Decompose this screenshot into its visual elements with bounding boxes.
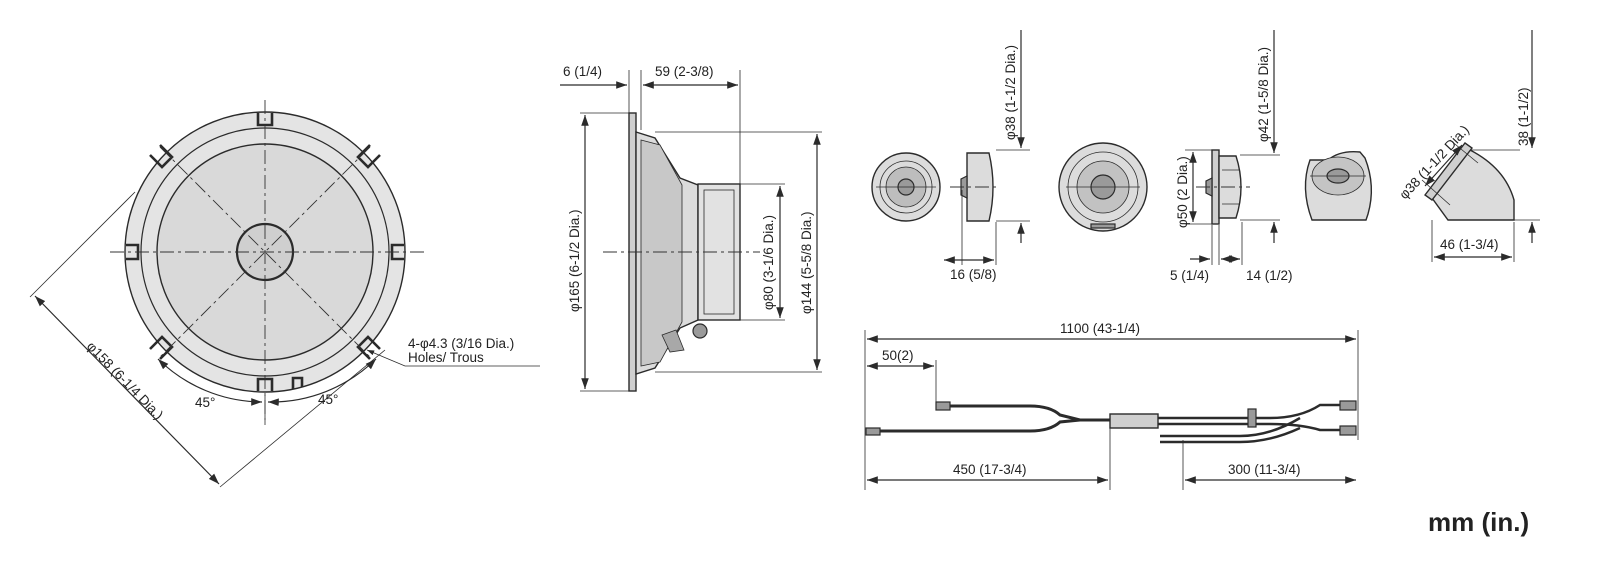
tweeter3-width-label: 46 (1-3/4) [1440, 237, 1499, 252]
outer-diameter-label: φ165 (6-1/2 Dia.) [567, 209, 582, 312]
holes-label-line2: Holes/ Trous [408, 350, 484, 365]
tweeter2-flange-label: 5 (1/4) [1170, 268, 1209, 283]
tweeter2-depth-label: 14 (1/2) [1246, 268, 1293, 283]
front-diameter-label: φ158 (6-1/4 Dia.) [84, 339, 166, 423]
holes-label-line1: 4-φ4.3 (3/16 Dia.) [408, 336, 514, 351]
tweeter-surface-side [1185, 30, 1280, 265]
tweeter-angle-front [1304, 150, 1373, 221]
tweeter-flush-front [871, 152, 941, 222]
cutout-diameter-label: φ144 (5-5/8 Dia.) [799, 211, 814, 314]
tweeter-surface-front [1058, 142, 1148, 232]
woofer-side-view [560, 70, 822, 392]
tweeter-angle-side [1421, 30, 1540, 262]
tweeter1-diameter-label: φ38 (1-1/2 Dia.) [1003, 45, 1018, 140]
wiring-harness [864, 330, 1359, 490]
cable-total-label: 1100 (43-1/4) [1060, 321, 1140, 336]
cable-a-label: 50(2) [882, 348, 914, 363]
tweeter2-diameter-label: φ50 (2 Dia.) [1175, 156, 1190, 228]
tweeter2-height-label: φ42 (1-5/8 Dia.) [1256, 47, 1271, 142]
magnet-diameter-label: φ80 (3-1/6 Dia.) [761, 215, 776, 310]
units-label: mm (in.) [1428, 507, 1529, 537]
tweeter3-height-label: 38 (1-1/2) [1516, 87, 1531, 146]
cable-b-label: 450 (17-3/4) [953, 462, 1027, 477]
tweeter1-depth-label: 16 (5/8) [950, 267, 997, 282]
angle-left-label: 45° [195, 395, 215, 410]
cable-c-label: 300 (11-3/4) [1228, 462, 1301, 477]
angle-right-label: 45° [318, 392, 338, 407]
depth-label: 59 (2-3/8) [655, 64, 714, 79]
flange-thickness-label: 6 (1/4) [563, 64, 602, 79]
tweeter-flush-side [944, 30, 1030, 265]
woofer-front-view [29, 100, 540, 488]
